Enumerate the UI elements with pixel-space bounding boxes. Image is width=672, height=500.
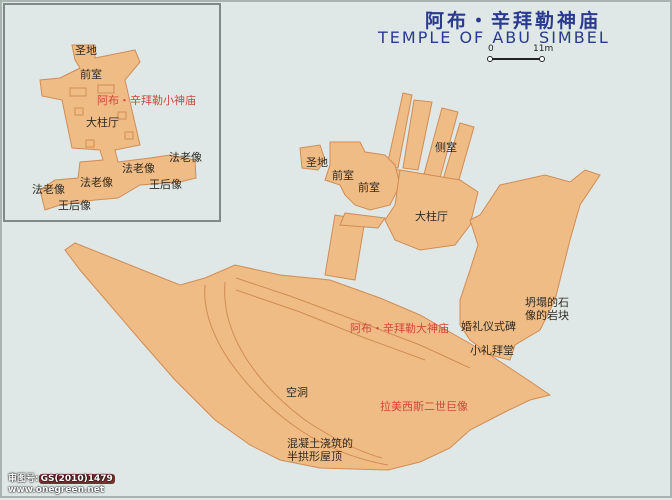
label-small-temple-name: 阿布・辛拜勒小神庙 (97, 94, 196, 107)
great-temple-plan (64, 92, 601, 471)
website-watermark: www.onegreen.net (8, 485, 105, 495)
label-vestibule: 前室 (332, 169, 354, 182)
label-side-chamber: 侧室 (435, 141, 457, 154)
label-inset-queen-statue: 王后像 (149, 178, 182, 191)
small-temple-inset-frame (3, 3, 221, 222)
map-approval-footer: 审图号:GS(2010)1479 www.onegreen.net (8, 474, 115, 496)
label-marriage-stela: 婚礼仪式碑 (461, 320, 516, 333)
label-cavity: 空洞 (286, 386, 308, 399)
scale-end-label: 11m (533, 44, 554, 54)
small-temple-plan (39, 44, 197, 211)
label-small-chapel: 小礼拜堂 (470, 344, 514, 357)
label-vestibule: 前室 (358, 181, 380, 194)
label-great-temple-name: 阿布・辛拜勒大神庙 (350, 322, 449, 335)
label-inset-queen-statue: 王后像 (58, 199, 91, 212)
scale-bar: 0 11m (486, 44, 553, 64)
label-inset-vestibule: 前室 (80, 68, 102, 81)
label-collapsed-statue-rock: 坍塌的石 (525, 296, 569, 309)
map-title-english: TEMPLE OF ABU SIMBEL (378, 28, 610, 47)
label-inset-hypostyle: 大柱厅 (86, 116, 119, 129)
scale-start-label: 0 (488, 44, 494, 54)
label-sanctuary: 圣地 (306, 156, 328, 169)
scale-bar-line (487, 56, 545, 62)
label-ramesses-colossus: 拉美西斯二世巨像 (380, 400, 468, 413)
approval-prefix: 审图号: (8, 474, 39, 484)
map-title-chinese: 阿布・辛拜勒神庙 (425, 10, 602, 32)
label-inset-pharaoh-statue: 法老像 (122, 162, 155, 175)
label-hypostyle-hall: 大柱厅 (415, 210, 448, 223)
approval-code: GS(2010)1479 (38, 474, 115, 484)
label-concrete-dome: 混凝土浇筑的 (287, 437, 353, 450)
label-inset-pharaoh-statue: 法老像 (32, 183, 65, 196)
label-concrete-dome: 半拱形屋顶 (287, 450, 342, 463)
label-inset-pharaoh-statue: 法老像 (169, 151, 202, 164)
label-collapsed-statue-rock: 像的岩块 (525, 309, 569, 322)
label-inset-pharaoh-statue: 法老像 (80, 176, 113, 189)
label-inset-sanctuary: 圣地 (75, 44, 97, 57)
